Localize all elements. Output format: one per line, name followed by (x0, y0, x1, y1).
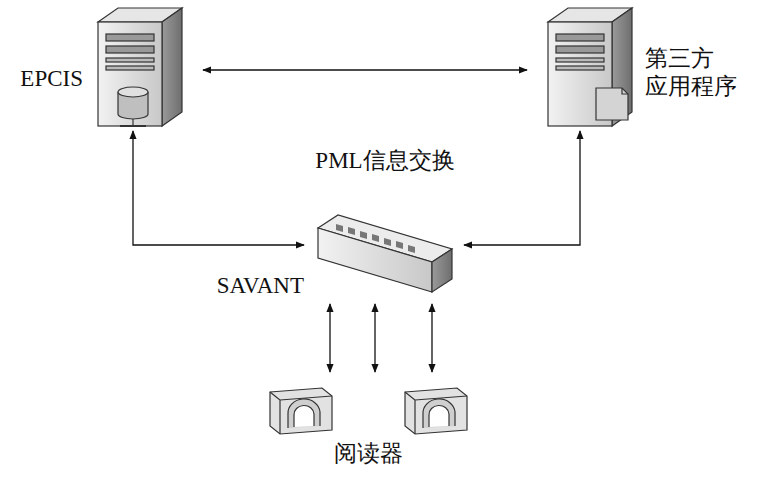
server-icon (98, 8, 182, 126)
node-label: 阅读器 (334, 440, 403, 468)
node-label: 第三方 应用程序 (645, 45, 740, 100)
server-node: 第三方 应用程序 (545, 5, 635, 127)
double-arrow (329, 304, 330, 372)
server-icon (548, 8, 632, 126)
edge-label: PML信息交换 (312, 145, 457, 176)
document-icon (596, 88, 628, 120)
switch-icon (318, 215, 452, 292)
reader-icon (270, 388, 332, 434)
switch-node: SAVANT (310, 210, 458, 298)
database-cylinder (118, 87, 148, 126)
double-arrow (374, 304, 375, 372)
double-arrow (203, 69, 527, 70)
server-node: EPCIS (95, 5, 185, 127)
double-arrow (464, 131, 580, 245)
reader-icon (405, 388, 467, 434)
double-arrow (133, 131, 304, 245)
double-arrow (431, 304, 432, 372)
node-label: SAVANT (217, 272, 304, 300)
node-label: EPCIS (20, 65, 83, 93)
reader-node: 阅读器 (262, 378, 474, 436)
